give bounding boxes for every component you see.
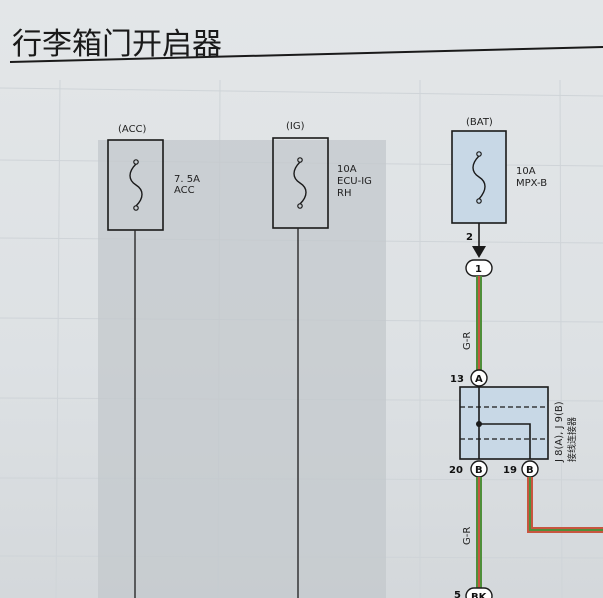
connector-b-20: B bbox=[470, 460, 488, 478]
svg-text:BK: BK bbox=[471, 592, 488, 598]
connector-1: 1 bbox=[465, 259, 493, 277]
wire-lower-label: G-R bbox=[462, 527, 473, 545]
fuse-bat: (BAT) 10A MPX-B bbox=[451, 117, 547, 224]
fuse-ig-name: ECU-IG bbox=[337, 176, 372, 187]
page-title: 行李箱门开启器 bbox=[12, 27, 222, 62]
fuse-ig-rating: 10A bbox=[337, 164, 357, 175]
fuse-acc-source: (ACC) bbox=[118, 124, 147, 135]
ig-shaded-region bbox=[98, 140, 386, 598]
connector-b-19: B bbox=[521, 460, 539, 478]
junction-name: 接线连接器 bbox=[566, 417, 578, 462]
fuse-acc-name: ACC bbox=[174, 185, 195, 196]
junction-out2-pin: 19 bbox=[503, 465, 517, 476]
connector-a: A bbox=[470, 369, 488, 387]
svg-text:B: B bbox=[475, 465, 483, 476]
wire-lower: G-R bbox=[462, 477, 482, 590]
fuse-ig: (IG) 10A ECU-IG RH bbox=[272, 121, 372, 229]
connector-bottom: BK bbox=[465, 587, 493, 598]
fuse-ig-name2: RH bbox=[337, 188, 351, 199]
junction-out-pin: 20 bbox=[449, 465, 463, 476]
fuse-ig-source: (IG) bbox=[286, 121, 305, 132]
wire-upper: G-R bbox=[462, 276, 482, 370]
svg-text:A: A bbox=[475, 374, 483, 385]
fuse-ig-symbol bbox=[293, 161, 307, 205]
svg-text:B: B bbox=[526, 465, 534, 476]
bottom-pin: 5 bbox=[454, 590, 461, 598]
arrow-down-icon bbox=[472, 246, 486, 258]
bat-output-pin: 2 bbox=[466, 232, 473, 243]
title-underline bbox=[9, 46, 603, 63]
svg-text:1: 1 bbox=[475, 264, 482, 275]
junction-in-pin: 13 bbox=[450, 374, 464, 385]
wire-branch bbox=[527, 477, 603, 533]
fuse-bat-symbol bbox=[472, 155, 486, 200]
junction-code: J 8(A), J 9(B) bbox=[554, 401, 565, 463]
fuse-bat-source: (BAT) bbox=[466, 117, 493, 128]
fuse-acc-symbol bbox=[129, 163, 143, 207]
junction-connector: J 8(A), J 9(B) 接线连接器 bbox=[459, 386, 578, 463]
wire-upper-label: G-R bbox=[462, 332, 473, 350]
fuse-bat-name: MPX-B bbox=[516, 178, 547, 189]
fuse-acc-rating: 7. 5A bbox=[174, 174, 200, 185]
fuse-bat-rating: 10A bbox=[516, 166, 536, 177]
